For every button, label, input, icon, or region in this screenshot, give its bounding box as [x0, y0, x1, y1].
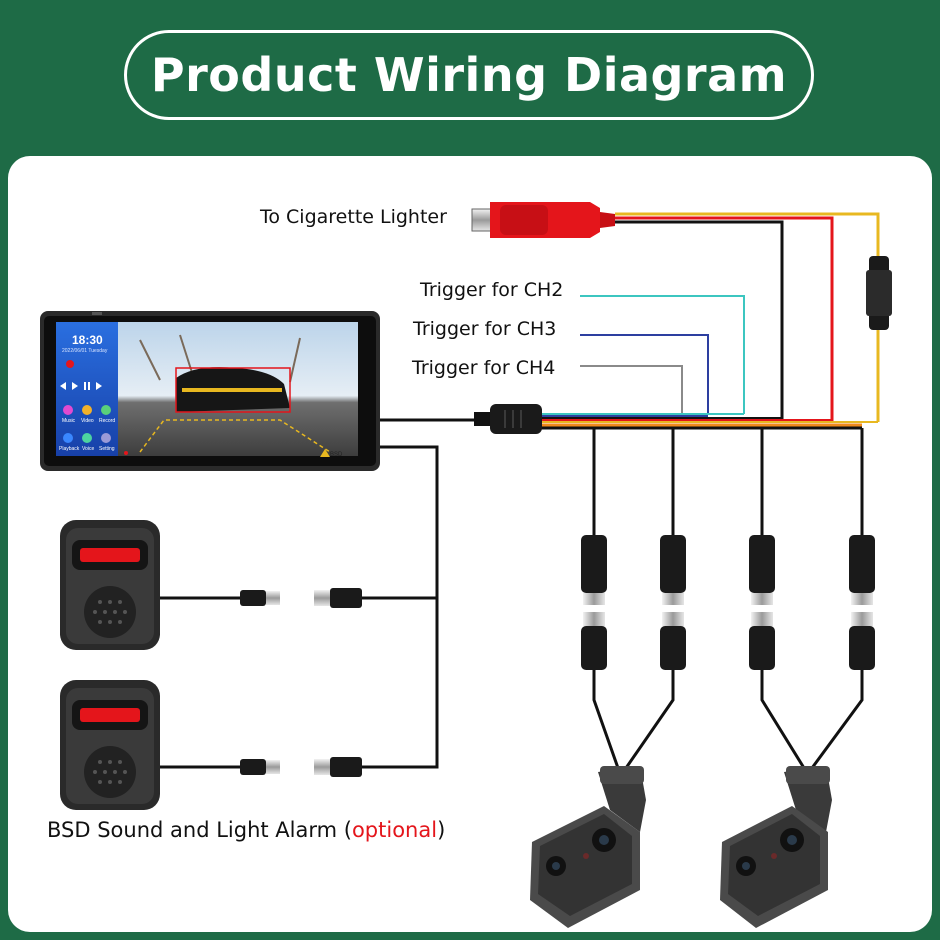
camera-connector-4: [849, 535, 875, 670]
app-label-setting: Setting: [99, 446, 115, 452]
camera-connector-1: [581, 535, 607, 670]
fuse-holder: [866, 256, 892, 330]
camera-connector-2: [660, 535, 686, 670]
dual-lens-camera-1: [530, 766, 646, 928]
detection-box: [175, 367, 291, 413]
app-label-voice: Voice: [82, 446, 95, 452]
speaker-grille: [84, 586, 136, 638]
trigger-ch4-label: Trigger for CH4: [412, 357, 556, 379]
trigger-ch2-label: Trigger for CH2: [420, 279, 564, 301]
alarm-caption-optional: optional: [351, 818, 438, 842]
media-controls: [60, 382, 102, 390]
alarm-light: [80, 708, 140, 722]
app-label-video: Video: [81, 418, 94, 424]
title-banner: Product Wiring Diagram: [124, 30, 814, 120]
warning-icon: [320, 449, 330, 457]
playback-icon: [63, 433, 73, 443]
cigarette-lighter-label: To Cigarette Lighter: [260, 206, 447, 228]
alarm-caption: BSD Sound and Light Alarm (optional): [47, 818, 445, 842]
diagram-panel: [8, 156, 932, 932]
cigarette-lighter-plug: [471, 202, 615, 238]
radio-icon: [66, 360, 74, 368]
app-label-music: Music: [62, 418, 76, 424]
screen-bsd-tag: BSD: [330, 452, 343, 458]
alarm-caption-suffix: ): [437, 818, 446, 842]
alarm-connector-1: [240, 588, 362, 608]
trigger-wires: [580, 295, 745, 414]
alarm-caption-prefix: BSD Sound and Light Alarm (: [47, 818, 352, 842]
camera-cables: [592, 428, 864, 769]
monitor: [40, 311, 380, 471]
video-icon: [82, 405, 92, 415]
bsd-alarm-unit-2: [60, 680, 160, 810]
alarm-cables: [160, 445, 439, 769]
record-icon: [101, 405, 111, 415]
alarm-connector-2: [240, 757, 362, 777]
bsd-alarm-unit-1: [60, 520, 160, 650]
alarm-light: [80, 548, 140, 562]
screen-clock: 18:30: [72, 333, 103, 347]
page-title: Product Wiring Diagram: [150, 48, 788, 102]
harness-connector: [474, 404, 542, 434]
camera-connector-3: [749, 535, 775, 670]
trigger-ch3-label: Trigger for CH3: [413, 318, 557, 340]
dual-lens-camera-2: [720, 766, 832, 928]
main-harness: [540, 413, 878, 430]
speaker-grille: [84, 746, 136, 798]
app-label-playback: Playback: [59, 446, 80, 452]
screen-date: 2022/06/01 Tuesday: [62, 348, 108, 354]
app-label-record: Record: [99, 418, 116, 424]
music-icon: [63, 405, 73, 415]
setting-icon: [101, 433, 111, 443]
power-wires: [615, 212, 880, 422]
voice-icon: [82, 433, 92, 443]
